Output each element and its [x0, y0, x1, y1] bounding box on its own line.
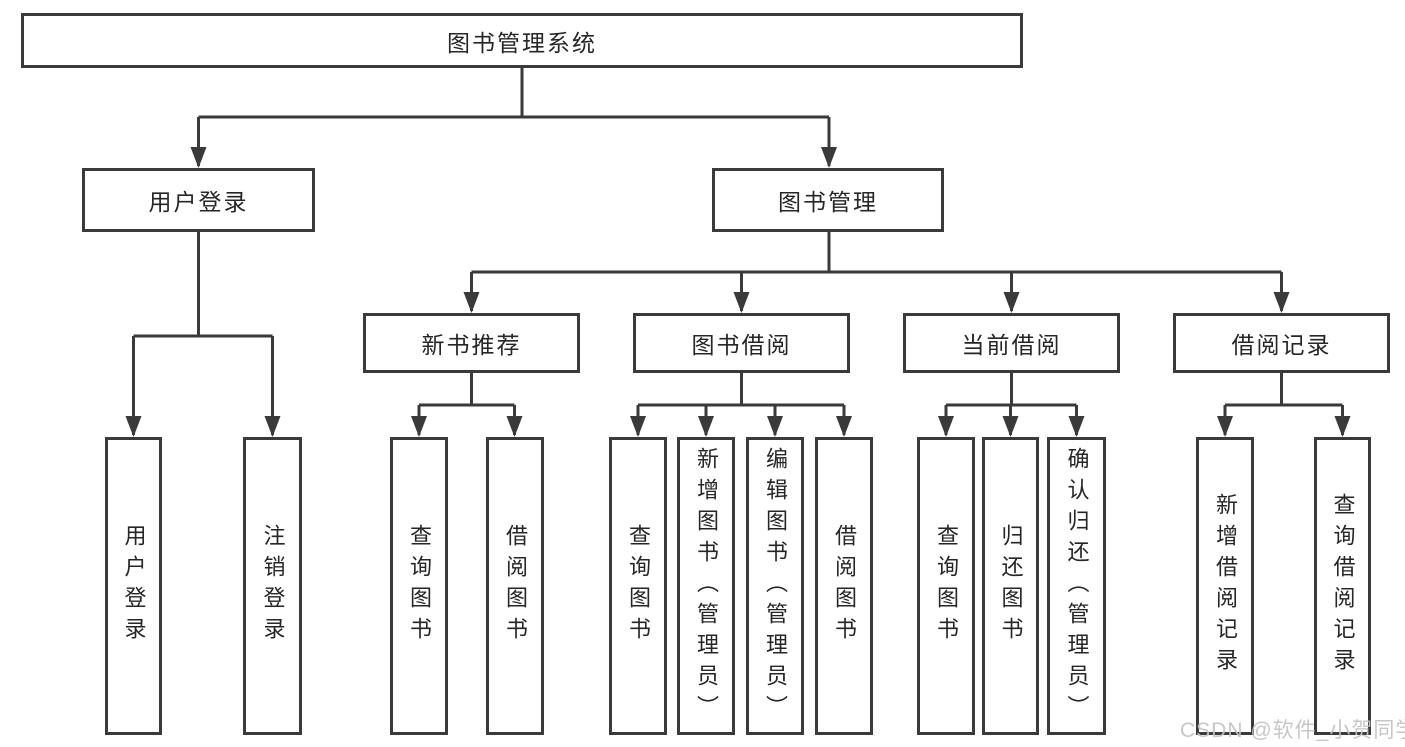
node-label: 查询图书 — [407, 524, 432, 648]
node-label: 新书推荐 — [421, 332, 522, 358]
node-label: 确认归还（管理员） — [1064, 446, 1090, 726]
node-borrowing-records: 借阅记录 — [1173, 313, 1390, 373]
node-current-borrowing: 当前借阅 — [903, 313, 1120, 373]
leaf-logout-login: 注销登录 — [243, 437, 302, 735]
leaf-add-borrow-record: 新增借阅记录 — [1196, 437, 1254, 735]
node-label: 图书管理 — [778, 189, 878, 215]
leaf-borrow-books: 借阅图书 — [815, 437, 873, 735]
node-library-management-system: 图书管理系统 — [21, 13, 1023, 68]
node-book-management: 图书管理 — [712, 168, 944, 232]
node-label: 新增借阅记录 — [1213, 493, 1238, 679]
node-label: 查询图书 — [626, 524, 651, 648]
leaf-query-books: 查询图书 — [390, 437, 448, 735]
node-label: 用户登录 — [121, 524, 147, 648]
leaf-edit-books-admin: 编辑图书（管理员） — [746, 437, 804, 735]
node-label: 图书借阅 — [691, 332, 792, 358]
leaf-query-borrow-record: 查询借阅记录 — [1314, 437, 1371, 735]
leaf-add-books-admin: 新增图书（管理员） — [677, 437, 735, 735]
node-label: 归还图书 — [998, 524, 1024, 648]
leaf-confirm-return-admin: 确认归还（管理员） — [1047, 437, 1106, 735]
leaf-return-books: 归还图书 — [982, 437, 1039, 735]
node-label: 用户登录 — [148, 189, 249, 215]
node-label: 当前借阅 — [961, 332, 1062, 358]
leaf-query-books: 查询图书 — [609, 437, 667, 735]
node-label: 借阅图书 — [503, 524, 528, 648]
node-book-borrowing: 图书借阅 — [633, 313, 850, 373]
node-label: 借阅图书 — [832, 524, 857, 648]
csdn-watermark: CSDN @软件_小贺同学 — [1180, 719, 1405, 742]
node-label: 注销登录 — [260, 524, 286, 648]
node-label: 查询借阅记录 — [1330, 493, 1356, 679]
node-label: 新增图书（管理员） — [694, 446, 719, 726]
node-new-book-recommendation: 新书推荐 — [363, 313, 580, 373]
node-label: 查询图书 — [934, 524, 959, 648]
leaf-query-books: 查询图书 — [917, 437, 975, 735]
leaf-borrow-books: 借阅图书 — [486, 437, 544, 735]
node-label: 编辑图书（管理员） — [763, 446, 788, 726]
node-label: 借阅记录 — [1231, 332, 1332, 358]
node-user-login: 用户登录 — [82, 168, 315, 232]
leaf-user-login: 用户登录 — [105, 437, 162, 735]
node-label: 图书管理系统 — [447, 29, 597, 56]
